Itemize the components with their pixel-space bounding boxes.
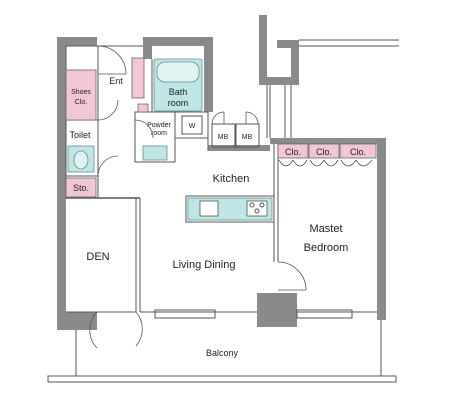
living-dining: Living Dining [173,259,236,271]
bathroom-label-2: room [168,98,189,108]
powder-room-label-1: Powder [147,122,171,129]
meter-box-2-label: MB [242,134,253,141]
master-bedroom: Mastet Bedroom [277,223,349,291]
master-bedroom-label-2: Bedroom [304,242,349,254]
bathroom: Bath room [153,58,203,112]
shoes-closet-label-2: Clo. [75,99,88,106]
kitchen: Kitchen [185,173,275,223]
balcony-label: Balcony [206,348,239,358]
toilet: Toilet [67,130,95,173]
den-label: DEN [86,251,109,263]
shoes-closet-label-1: Shoes [71,89,91,96]
meter-boxes: MB MB [211,111,259,141]
powder-room-label-2: room [151,130,167,137]
washer-label: W [189,123,196,130]
closet-3-label: Clo. [350,147,366,157]
balcony [47,318,397,383]
master-bedroom-label-1: Mastet [309,223,342,235]
bedroom-closets: Clo. Clo. Clo. [131,57,377,167]
entrance-label: Ent [109,76,123,86]
toilet-label: Toilet [69,130,91,140]
storage-label: Sto. [73,183,89,193]
closet-1-label: Clo. [285,147,301,157]
entrance: Ent [97,45,154,177]
storage: Sto. [65,177,97,198]
closet-2-label: Clo. [316,147,332,157]
kitchen-label: Kitchen [213,173,250,185]
meter-box-1-label: MB [218,134,229,141]
walls [57,15,399,330]
living-dining-label: Living Dining [173,259,236,271]
shoes-closet: Shoes Clo. [65,69,97,121]
powder-room: Powder room W [137,103,203,161]
bathroom-label-1: Bath [169,87,188,97]
den: DEN [86,251,143,349]
